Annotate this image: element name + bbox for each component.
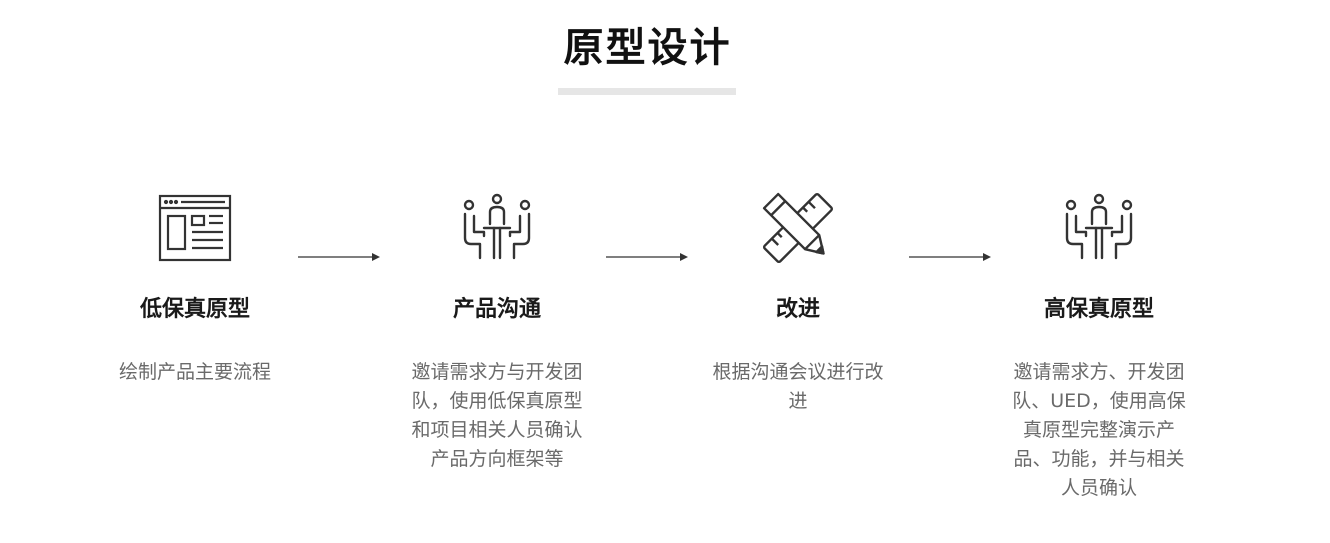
- page-title: 原型设计: [563, 25, 732, 71]
- step-product-communication: 产品沟通 邀请需求方与开发团队，使用低保真原型和项目相关人员确认产品方向框架等: [392, 188, 602, 474]
- pencil-ruler-cross-icon: [762, 192, 834, 264]
- flow-arrow: [298, 253, 380, 261]
- title-underline: [558, 88, 736, 95]
- step-title: 低保真原型: [139, 297, 250, 322]
- step-description: 绘制产品主要流程: [118, 361, 271, 383]
- meeting-people-icon: [463, 193, 531, 260]
- step-description: 邀请需求方与开发团队，使用低保真原型和项目相关人员确认产品方向框架等: [411, 361, 583, 470]
- step-title: 产品沟通: [452, 297, 541, 322]
- step-low-fidelity: 低保真原型 绘制产品主要流程: [90, 188, 300, 387]
- step-description: 根据沟通会议进行改进: [712, 361, 884, 412]
- flow-arrow: [606, 253, 688, 261]
- meeting-people-icon: [1065, 193, 1133, 260]
- step-title: 高保真原型: [1043, 297, 1154, 322]
- step-title: 改进: [775, 297, 820, 322]
- step-improve: 改进 根据沟通会议进行改进: [693, 188, 903, 416]
- flow-arrow: [909, 253, 991, 261]
- step-description: 邀请需求方、开发团队、UED，使用高保真原型完整演示产品、功能，并与相关人员确认: [1012, 361, 1186, 499]
- step-high-fidelity: 高保真原型 邀请需求方、开发团队、UED，使用高保真原型完整演示产品、功能，并与…: [994, 188, 1204, 503]
- wireframe-window-icon: [158, 194, 232, 262]
